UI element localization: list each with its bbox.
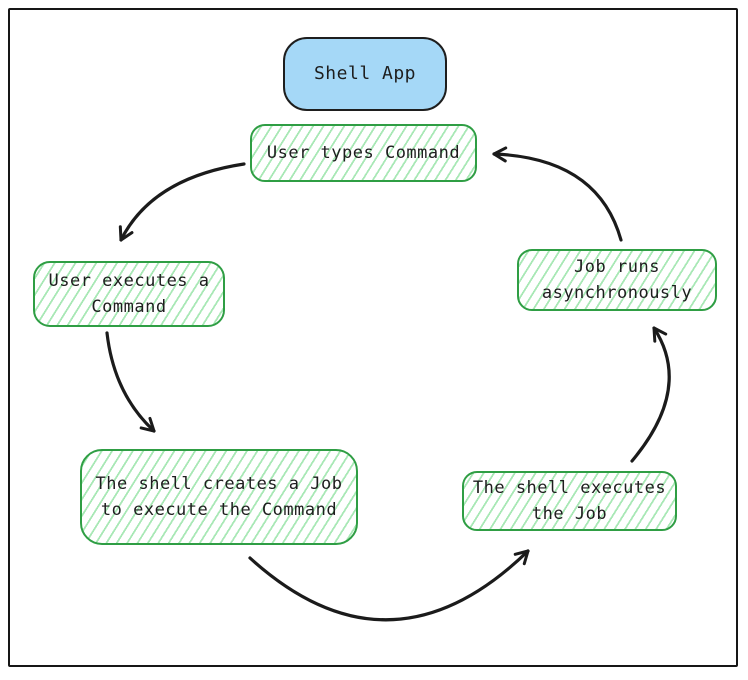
- node-shell-app: Shell App: [283, 37, 447, 111]
- diagram-frame: [8, 8, 738, 667]
- node-shell-executes-job: The shell executes the Job: [462, 471, 677, 531]
- node-job-runs-asynchronously: Job runs asynchronously: [517, 249, 717, 311]
- node-user-executes-command: User executes a Command: [33, 261, 225, 327]
- node-user-types-command: User types Command: [250, 124, 477, 182]
- node-shell-creates-job: The shell creates a Job to execute the C…: [80, 449, 358, 545]
